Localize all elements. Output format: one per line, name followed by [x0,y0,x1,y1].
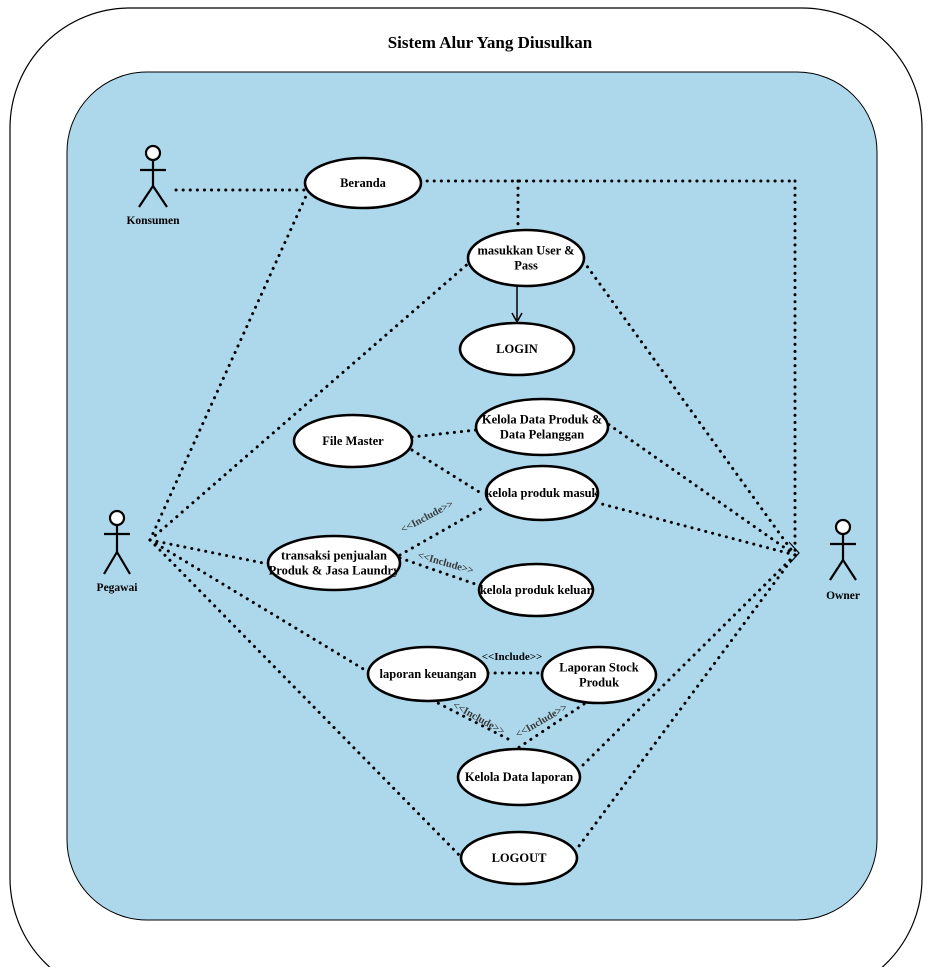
use-case-ellipse [292,413,414,469]
use-case-ellipse [266,534,402,592]
use-case-ellipse [303,156,423,210]
associations [148,179,797,860]
diagram-title: Sistem Alur Yang Diusulkan [388,33,593,52]
use-case-label: Data Pelanggan [500,428,584,442]
use-case-ellipse [456,747,582,807]
actor-label-konsumen: Konsumen [126,215,180,227]
use-case-laporan-keuangan: laporan keuangan [366,645,490,703]
use-case-kelola-produk-keluar: kelola produk keluar [477,562,595,618]
actor-label-owner: Owner [826,590,860,602]
use-case-beranda: Beranda [303,156,423,210]
use-case-login: LOGIN [458,321,576,377]
use-case-label: Pass [514,259,538,273]
assoc-pegawai-masukkan [148,260,472,542]
system-boundary [66,71,878,921]
use-case-label: File Master [322,434,384,448]
use-case-label: LOGIN [496,342,538,356]
use-case-label: masukkan User & [477,244,574,258]
arrowhead-owner [788,541,800,564]
use-case-kelola-produk-masuk: kelola produk masuk [484,464,600,522]
use-case-masukkan-user-pass: masukkan User &Pass [466,228,586,288]
use-case-label: Produk [579,676,619,690]
assoc-pegawai-transaksi [148,538,270,566]
use-case-logout: LOGOUT [459,830,579,886]
assoc-owner-kelola-laporan [578,553,797,770]
use-case-ellipse [366,645,490,703]
use-case-label: transaksi penjualan [281,549,387,563]
assoc-owner-kelola-data [606,422,797,557]
actor-pegawai [103,509,131,575]
include-laporan-keuangan-kelola [430,698,512,742]
actor-head [144,144,162,162]
actor-head [834,518,852,536]
include-transaksi-produk-keluar [398,556,480,587]
use-case-label: Kelola Data laporan [465,770,573,784]
use-case-ellipse [540,645,658,705]
include-label-keuangan-stock: <<Include>> [482,651,543,663]
actor-owner [829,518,857,581]
use-case-ellipse [466,228,586,288]
use-case-label: laporan keuangan [380,667,477,681]
use-case-label: Produk & Jasa Laundry [269,564,400,578]
include-stock-kelola [516,698,592,750]
use-case-ellipse [459,830,579,886]
use-case-file-master: File Master [292,413,414,469]
assoc-filemaster-produk-masuk [410,448,486,497]
actor-konsumen [138,144,168,208]
assoc-owner-logout [574,553,797,852]
include-transaksi-produk-masuk [398,504,488,557]
use-case-label: Laporan Stock [559,661,639,675]
actor-head [108,509,126,527]
use-case-ellipse [474,397,610,457]
assoc-owner-produk-masuk [596,501,797,557]
actor-label-pegawai: Pegawai [97,582,139,594]
use-case-label: kelola produk masuk [485,486,598,500]
assoc-pegawai-beranda [148,194,308,542]
assoc-pegawai-laporan-keuangan [148,538,372,675]
use-case-label: kelola produk keluar [480,583,593,597]
use-case-kelola-data-produk: Kelola Data Produk &Data Pelanggan [474,397,610,457]
use-case-ellipse [458,321,576,377]
use-case-ellipse [477,562,595,618]
use-case-label: Kelola Data Produk & [482,413,602,427]
use-case-ellipse [484,464,600,522]
use-case-label: Beranda [340,176,387,190]
use-case-label: LOGOUT [492,851,548,865]
use-case-kelola-data-laporan: Kelola Data laporan [456,747,582,807]
